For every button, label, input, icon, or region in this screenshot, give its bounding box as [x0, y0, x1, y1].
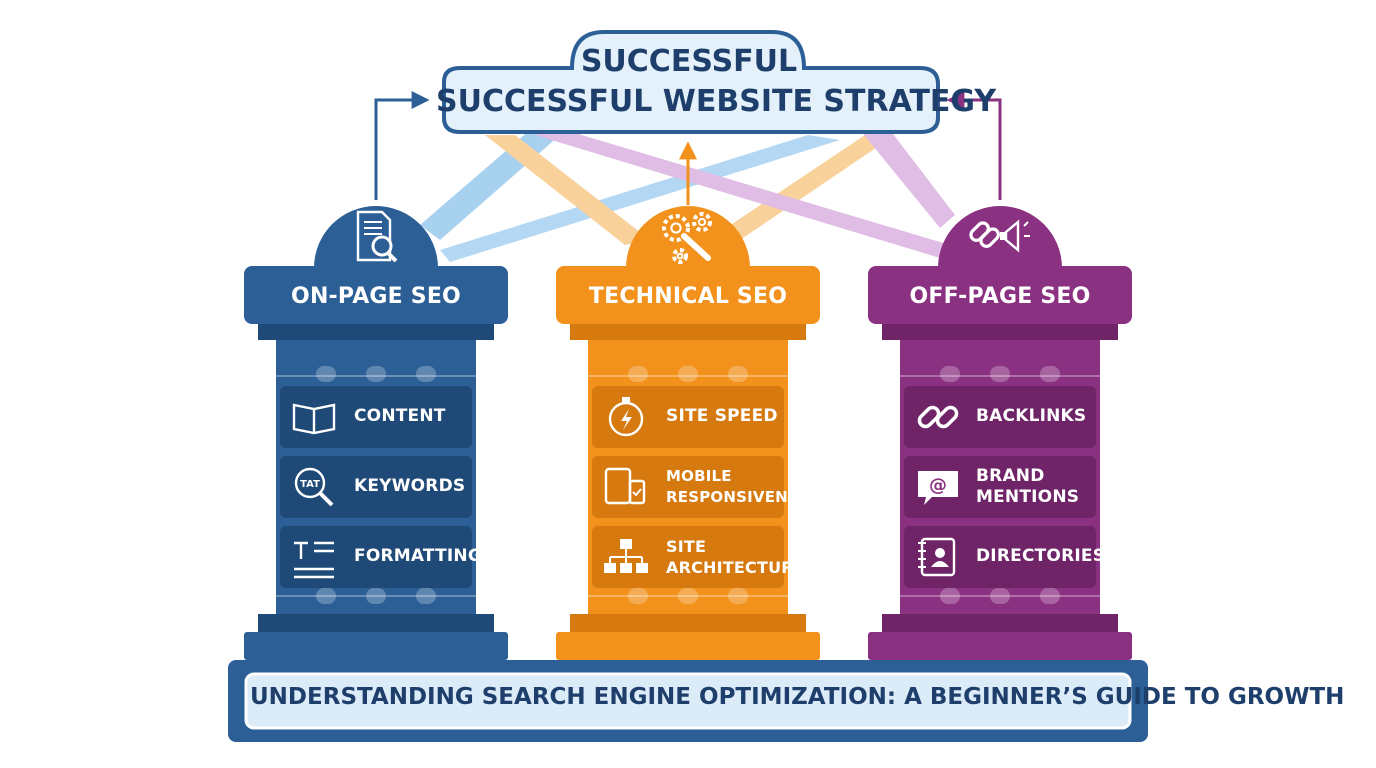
stopwatch-icon	[608, 397, 644, 437]
pillar-flute	[1040, 366, 1060, 382]
item-formatting[interactable]: FORMATTING	[354, 546, 482, 566]
text-format-icon	[294, 541, 334, 579]
beam-blue-2	[440, 135, 840, 262]
pillar-base-step	[882, 614, 1118, 632]
svg-text:TAT: TAT	[300, 479, 320, 490]
chain-link-icon	[917, 405, 959, 429]
connection-beams	[420, 130, 955, 262]
pillar-flute	[316, 366, 336, 382]
item-brand-mentions[interactable]: BRAND MENTIONS	[976, 466, 1080, 507]
address-book-icon	[918, 537, 956, 577]
on-page-seo-title: ON-PAGE SEO	[291, 284, 461, 309]
pillar-flute	[366, 588, 386, 604]
item-site-architecture[interactable]: SITE ARCHITECTURE	[666, 537, 805, 577]
pillar-capital	[556, 266, 820, 324]
item-content[interactable]: CONTENT	[354, 406, 446, 426]
pillar-on-page-seo: TAT	[244, 206, 508, 660]
pillar-flute	[728, 588, 748, 604]
item-site-speed[interactable]: SITE SPEED	[666, 406, 778, 426]
item-card[interactable]	[280, 386, 472, 448]
pillar-capital	[244, 266, 508, 324]
pillar-flute	[416, 366, 436, 382]
item-keywords[interactable]: KEYWORDS	[354, 476, 466, 496]
item-card[interactable]	[904, 386, 1096, 448]
item-card[interactable]	[904, 526, 1096, 588]
pillar-technical-seo	[556, 206, 820, 660]
keyword-magnifier-icon: TAT	[294, 467, 334, 507]
pillar-flute	[366, 366, 386, 382]
pillar-flute	[940, 366, 960, 382]
sitemap-icon	[604, 539, 648, 573]
pillar-off-page-seo: @	[868, 206, 1132, 660]
on-page-arrow	[374, 91, 430, 200]
pillar-base	[556, 632, 820, 660]
off-page-arrow	[946, 91, 1002, 200]
at-speech-bubble-icon: @	[918, 471, 958, 505]
beam-purple-2	[860, 130, 955, 228]
pillar-flute	[628, 588, 648, 604]
document-search-icon	[356, 210, 398, 263]
technical-seo-title: TECHNICAL SEO	[588, 284, 788, 309]
pillar-capital-step	[258, 324, 494, 340]
item-card[interactable]	[280, 526, 472, 588]
footer-title: UNDERSTANDING SEARCH ENGINE OPTIMIZATION…	[250, 684, 1345, 710]
link-megaphone-icon	[969, 219, 1030, 253]
pillar-flute	[678, 588, 698, 604]
beam-purple-1	[535, 130, 950, 258]
item-directories[interactable]: DIRECTORIES	[976, 546, 1106, 566]
pillar-flute	[990, 588, 1010, 604]
banner-line-1: SUCCESSFUL	[580, 44, 798, 79]
item-backlinks[interactable]: BACKLINKS	[976, 406, 1087, 426]
pillar-base	[244, 632, 508, 660]
pillar-flute	[316, 588, 336, 604]
pillar-flute	[416, 588, 436, 604]
pillar-flute	[940, 588, 960, 604]
strategy-banner	[442, 30, 940, 134]
footer-base	[228, 660, 1148, 742]
pillar-flute	[628, 366, 648, 382]
pillar-capital-step	[882, 324, 1118, 340]
devices-icon	[604, 467, 646, 505]
svg-text:@: @	[929, 475, 947, 496]
item-mobile-responsiveness[interactable]: MOBILE RESPONSIVENESS	[666, 467, 820, 506]
pillar-base-step	[570, 614, 806, 632]
open-book-icon	[292, 403, 336, 435]
banner-line-2: SUCCESSFUL WEBSITE STRATEGY	[436, 84, 997, 119]
item-card[interactable]	[592, 386, 784, 448]
pillar-dome	[314, 206, 438, 268]
beam-orange-2	[720, 135, 895, 240]
beam-orange-1	[485, 135, 650, 245]
pillar-flute	[990, 366, 1010, 382]
pillar-flute	[728, 366, 748, 382]
pillar-base-step	[258, 614, 494, 632]
pillar-base	[868, 632, 1132, 660]
pillar-capital	[868, 266, 1132, 324]
pillar-capital-step	[570, 324, 806, 340]
pillar-flute	[1040, 588, 1060, 604]
off-page-seo-title: OFF-PAGE SEO	[909, 284, 1091, 309]
pillar-flute	[678, 366, 698, 382]
gears-wrench-icon	[662, 212, 712, 264]
